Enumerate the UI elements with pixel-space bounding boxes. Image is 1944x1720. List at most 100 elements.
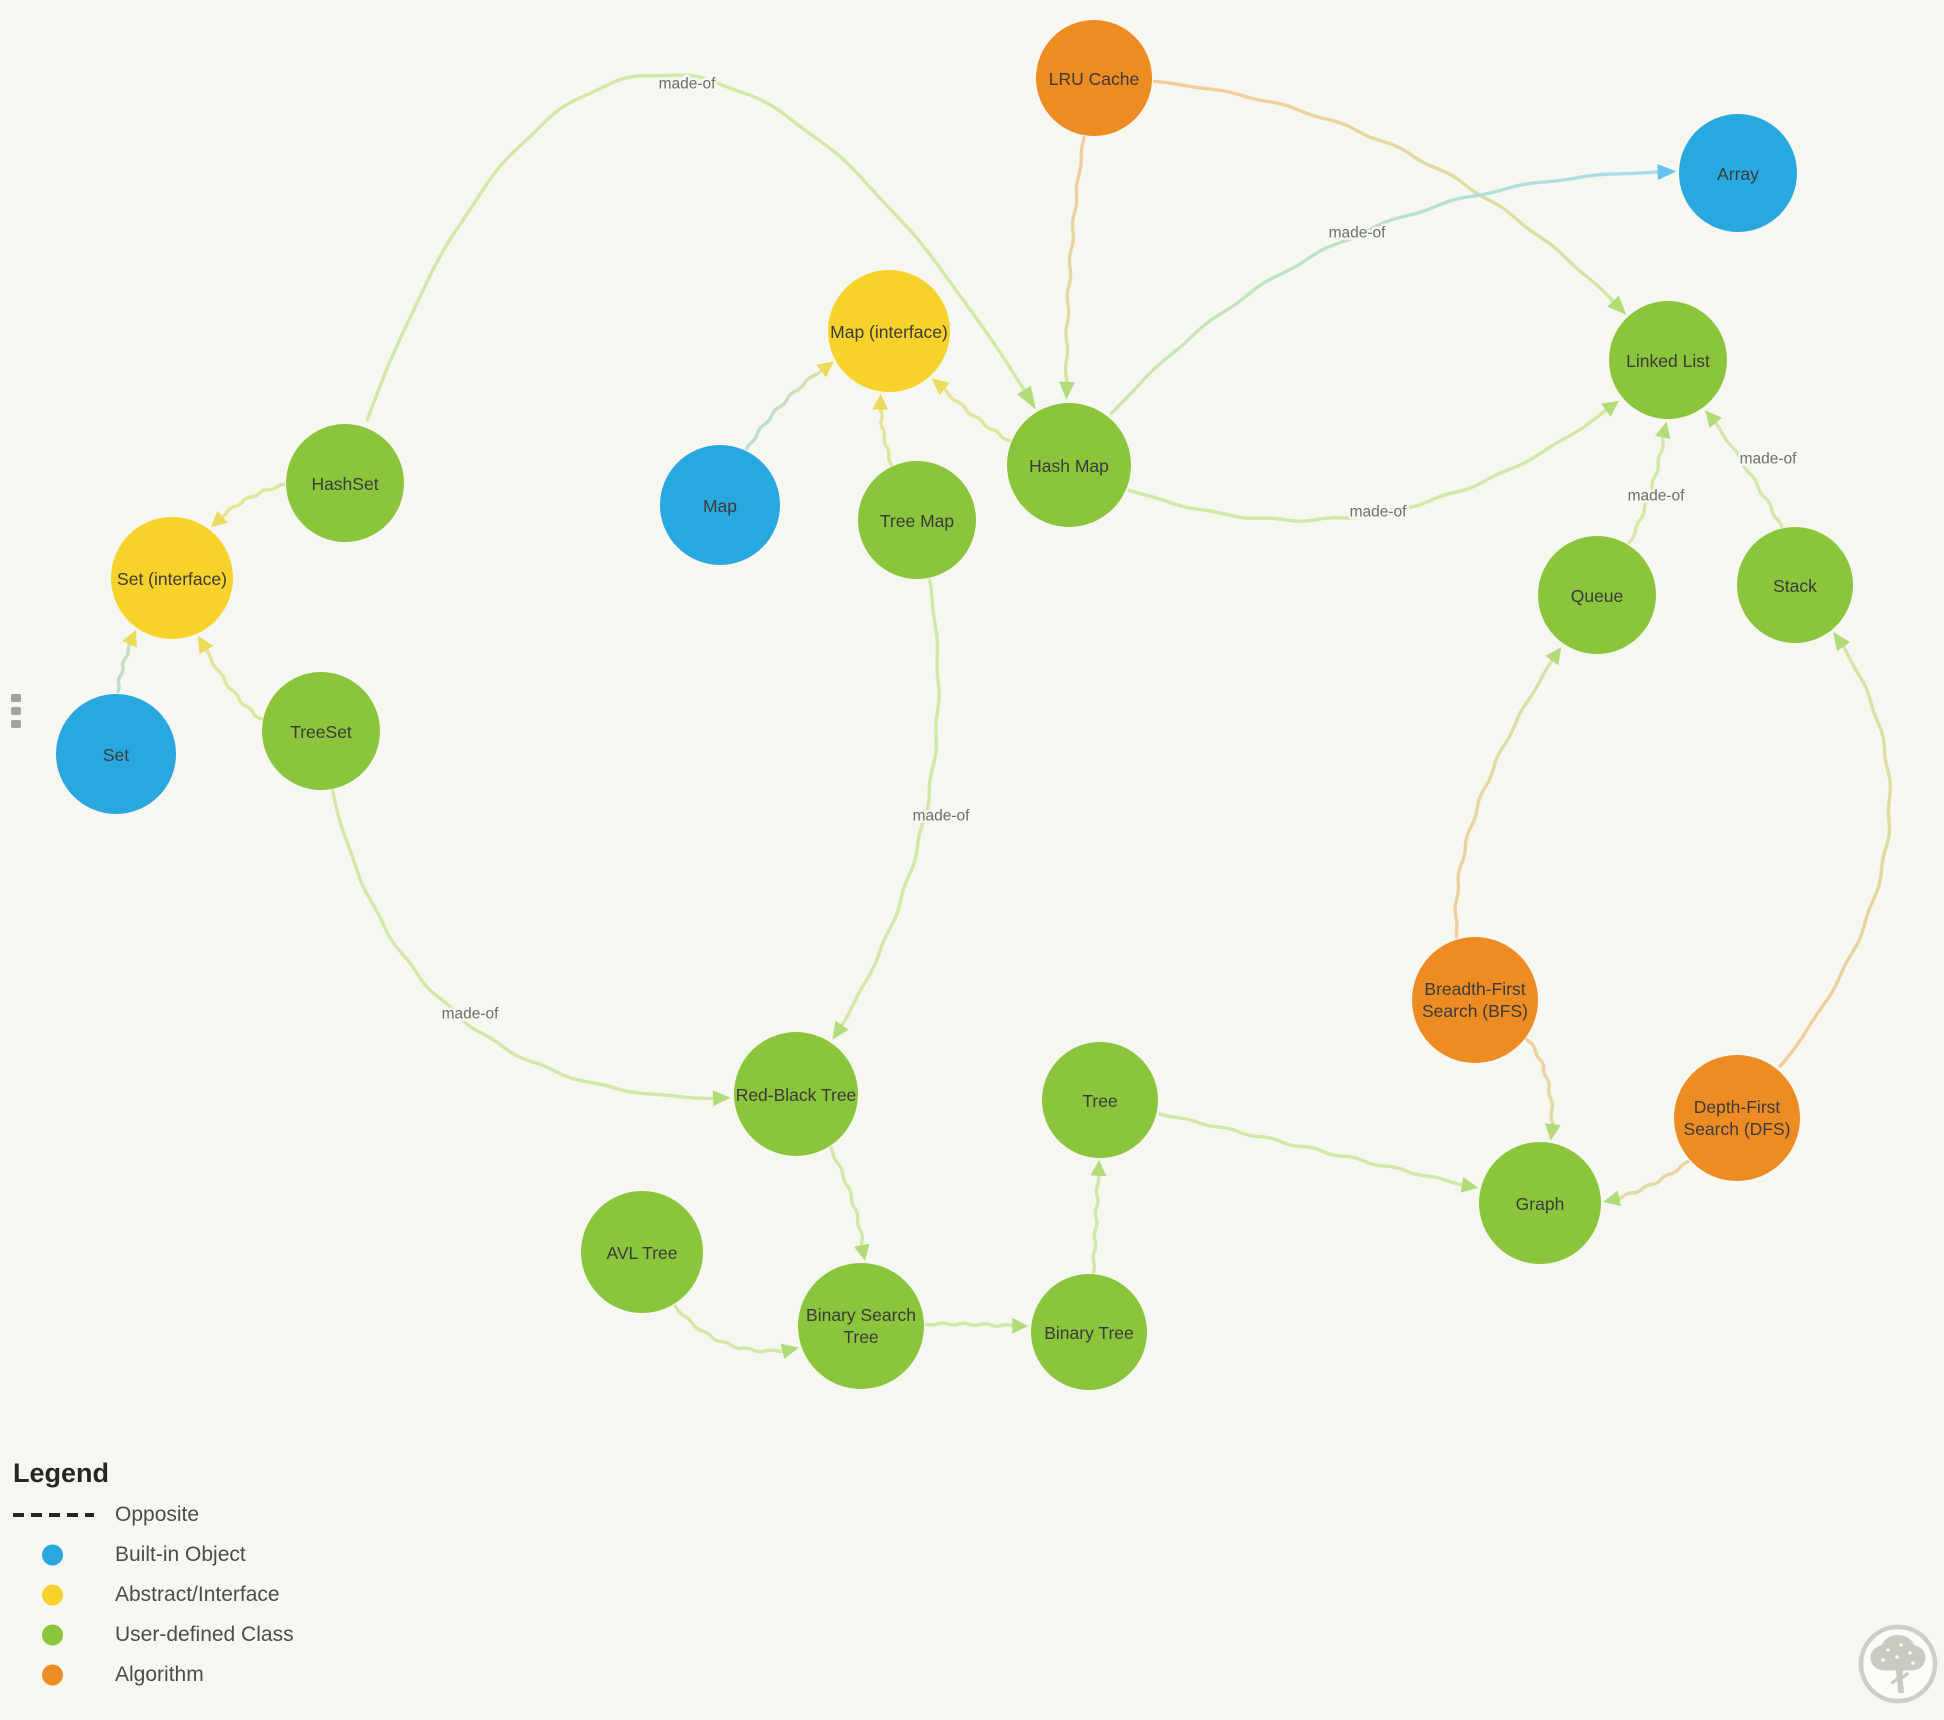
algorithm-node-circle	[1412, 937, 1538, 1063]
edge-bfs-graph	[1525, 1037, 1561, 1141]
node-treeset[interactable]: TreeSet	[262, 672, 380, 790]
node-label: Queue	[1571, 586, 1624, 606]
node-label: Linked List	[1626, 351, 1710, 371]
arrowhead-icon	[1833, 631, 1851, 652]
arrowhead-icon	[780, 1343, 799, 1360]
abstract-node-circle	[111, 517, 233, 639]
arrowhead-icon	[122, 629, 137, 648]
arrowhead-icon	[210, 510, 228, 527]
edge-tree-graph	[1158, 1112, 1479, 1193]
arrowhead-icon	[1460, 1177, 1479, 1193]
node-map_interface[interactable]: Map (interface)	[828, 270, 950, 392]
arrowhead-icon	[1012, 1317, 1029, 1334]
arrowhead-icon	[1545, 647, 1562, 666]
node-label: Binary Tree	[1044, 1323, 1133, 1343]
drag-handle-icon[interactable]	[11, 694, 21, 728]
edge-hash_map-map_interface	[931, 378, 1012, 443]
arrowhead-icon	[197, 635, 214, 655]
node-linked_list[interactable]: Linked List	[1609, 301, 1727, 419]
node-red_black_tree[interactable]: Red-Black Tree	[734, 1032, 858, 1156]
node-hashset[interactable]: HashSet	[286, 424, 404, 542]
class-node-circle	[1007, 403, 1131, 527]
class-node-circle	[1538, 536, 1656, 654]
tree-logo-icon	[1856, 1622, 1940, 1706]
class-node-circle	[1479, 1142, 1601, 1264]
node-label: Map (interface)	[830, 322, 948, 342]
arrowhead-icon	[816, 361, 834, 378]
node-hash_map[interactable]: Hash Map	[1007, 403, 1131, 527]
node-binary_tree[interactable]: Binary Tree	[1031, 1274, 1147, 1390]
arrowhead-icon	[1090, 1160, 1107, 1177]
node-label: Set	[103, 745, 129, 765]
builtin-dot-icon	[0, 1544, 110, 1566]
algorithm-dot-icon	[0, 1664, 110, 1686]
node-tree[interactable]: Tree	[1042, 1042, 1158, 1158]
arrowhead-icon	[872, 393, 889, 410]
class-node-circle	[858, 461, 976, 579]
node-label: HashSet	[311, 474, 378, 494]
node-array[interactable]: Array	[1679, 114, 1797, 232]
node-lru_cache[interactable]: LRU Cache	[1036, 20, 1152, 136]
edge-label: made-of	[659, 76, 717, 93]
edge-hashset-set_interface	[210, 482, 286, 527]
legend-row-class: User-defined Class	[0, 1615, 294, 1655]
edge-stack-linked_list	[1705, 410, 1784, 528]
node-label: Map	[703, 496, 737, 516]
arrowhead-icon	[1607, 295, 1627, 315]
edges-layer	[116, 73, 1893, 1360]
node-label: AVL Tree	[606, 1243, 677, 1263]
edge-bfs-queue	[1453, 647, 1562, 939]
edge-queue-linked_list	[1627, 421, 1671, 545]
node-stack[interactable]: Stack	[1737, 527, 1853, 643]
edge-label: made-of	[1628, 488, 1686, 505]
arrowhead-icon	[853, 1243, 870, 1261]
arrowhead-icon	[832, 1020, 849, 1040]
node-label: Graph	[1516, 1194, 1565, 1214]
node-label: Hash Map	[1029, 456, 1109, 476]
edge-treeset-set_interface	[197, 635, 263, 721]
class-node-circle	[286, 424, 404, 542]
abstract-dot-icon	[0, 1584, 110, 1606]
edge-avl_tree-bst	[673, 1304, 799, 1360]
node-tree_map[interactable]: Tree Map	[858, 461, 976, 579]
arrowhead-icon	[1058, 381, 1075, 400]
arrowhead-icon	[1603, 1190, 1621, 1207]
node-graph[interactable]: Graph	[1479, 1142, 1601, 1264]
builtin-node-circle	[56, 694, 176, 814]
node-label: TreeSet	[290, 722, 352, 742]
legend-label: Algorithm	[115, 1663, 204, 1686]
dashed-line-icon	[0, 1513, 110, 1517]
node-set[interactable]: Set	[56, 694, 176, 814]
legend-label: Built-in Object	[115, 1543, 246, 1566]
arrowhead-icon	[712, 1090, 731, 1107]
legend-row-algorithm: Algorithm	[0, 1655, 204, 1695]
class-node-circle	[798, 1263, 924, 1389]
node-avl_tree[interactable]: AVL Tree	[581, 1191, 703, 1313]
edge-dfs-graph	[1603, 1160, 1690, 1207]
node-queue[interactable]: Queue	[1538, 536, 1656, 654]
node-label: Set (interface)	[117, 569, 227, 589]
class-node-circle	[262, 672, 380, 790]
class-node-circle	[581, 1191, 703, 1313]
builtin-node-circle	[1679, 114, 1797, 232]
node-set_interface[interactable]: Set (interface)	[111, 517, 233, 639]
node-label: Red-Black Tree	[736, 1085, 857, 1105]
node-map[interactable]: Map	[660, 445, 780, 565]
class-node-circle	[1609, 301, 1727, 419]
builtin-node-circle	[660, 445, 780, 565]
class-node-circle	[1042, 1042, 1158, 1158]
node-label: Stack	[1773, 576, 1817, 596]
edge-lru_cache-linked_list	[1152, 79, 1627, 315]
edge-label: made-of	[1740, 451, 1798, 468]
arrowhead-icon	[931, 378, 950, 396]
